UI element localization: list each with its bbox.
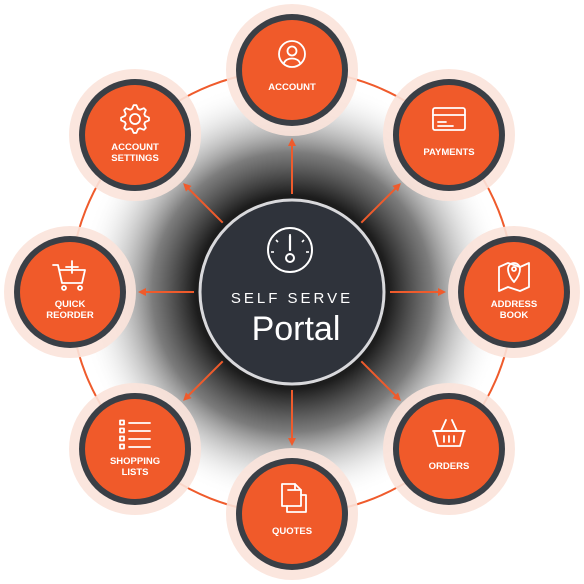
map-pin-icon: [498, 262, 530, 292]
node-fill: [242, 20, 342, 120]
node-label-quick-reorder-1: QUICK: [55, 299, 86, 310]
connector-shopping-lists: [183, 360, 224, 401]
node-fill: [398, 398, 499, 499]
node-label-quotes: QUOTES: [272, 526, 312, 537]
connector-account-settings: [183, 183, 224, 224]
node-label-quick-reorder-2: REORDER: [46, 310, 94, 321]
connectors: [138, 138, 446, 446]
node-label-address-book-2: BOOK: [500, 310, 529, 321]
node-label-shopping-lists-2: LISTS: [122, 467, 149, 478]
gauge-icon: [267, 227, 313, 273]
node-fill: [398, 85, 499, 186]
node-quotes[interactable]: QUOTES: [226, 448, 358, 580]
connector-orders: [360, 360, 401, 401]
node-label-account-settings-1: ACCOUNT: [111, 142, 159, 153]
node-label-orders: ORDERS: [429, 461, 470, 472]
node-payments[interactable]: PAYMENTS: [382, 69, 515, 202]
connector-payments: [360, 183, 401, 224]
gear-icon: [120, 104, 150, 134]
node-label-payments: PAYMENTS: [423, 147, 474, 158]
hub-title: Portal: [252, 310, 341, 348]
node-orders[interactable]: ORDERS: [382, 382, 515, 515]
credit-card-icon: [432, 107, 466, 131]
cart-add-icon: [52, 260, 86, 291]
documents-icon: [281, 483, 307, 513]
user-icon: [278, 40, 306, 68]
list-icon: [119, 419, 151, 450]
node-label-address-book-1: ADDRESS: [491, 299, 537, 310]
node-fill: [20, 242, 120, 342]
node-label-account-settings-2: SETTINGS: [111, 153, 159, 164]
node-fill: [242, 464, 342, 564]
node-fill: [85, 398, 186, 499]
node-fill: [85, 85, 186, 186]
hub-circle: [198, 198, 386, 386]
node-account[interactable]: ACCOUNT: [226, 4, 358, 136]
hub: SELF SERVE Portal: [198, 198, 386, 386]
hub-subtitle: SELF SERVE: [231, 290, 353, 307]
node-fill: [464, 242, 564, 342]
basket-icon: [432, 419, 466, 447]
node-label-shopping-lists-1: SHOPPING: [110, 456, 160, 467]
node-label-account: ACCOUNT: [268, 82, 316, 93]
